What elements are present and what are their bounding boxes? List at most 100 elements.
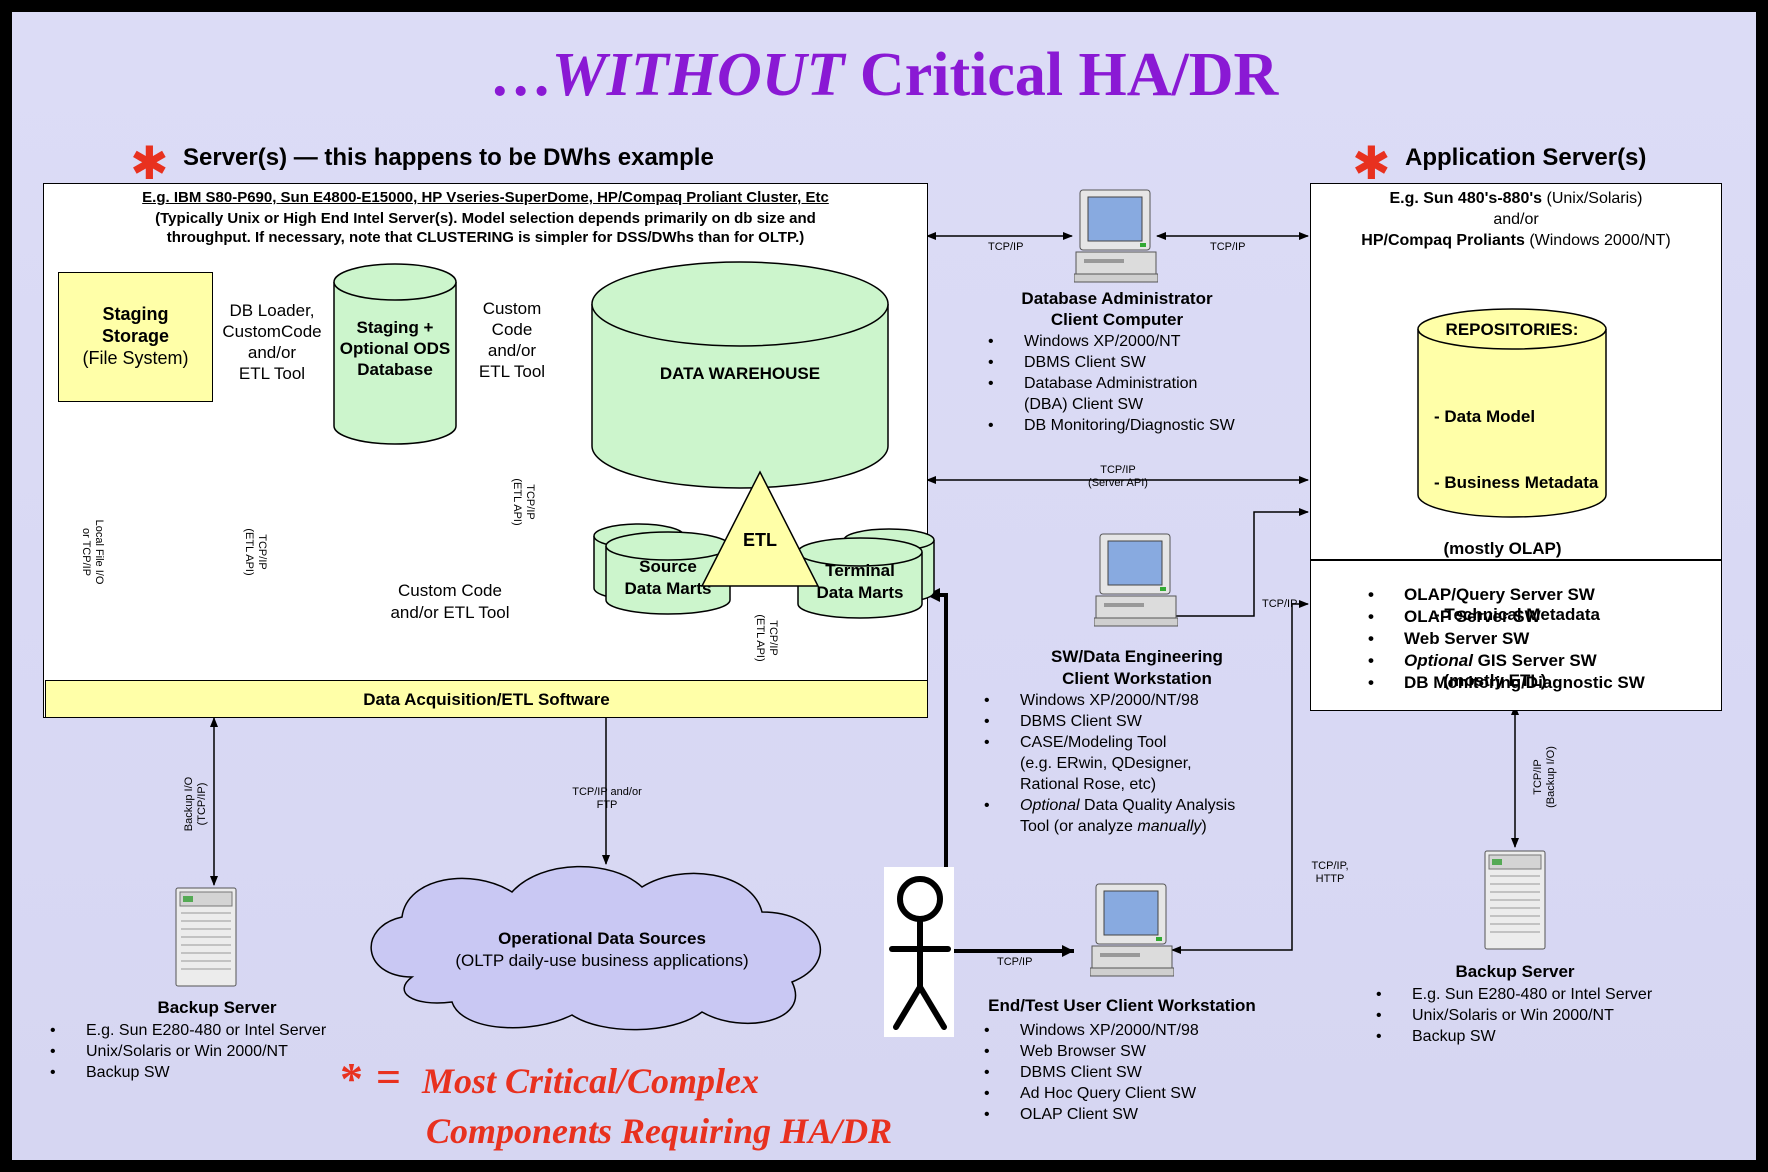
- server-note-2: throughput. If necessary, note that CLUS…: [166, 229, 805, 246]
- app-heading: Application Server(s): [1405, 144, 1647, 171]
- tcp-etl-label-2: TCP/IP(ETL API): [511, 478, 536, 526]
- right-backup-server-icon: [1484, 850, 1546, 950]
- list-item: Windows XP/2000/NT/98: [984, 1020, 1199, 1041]
- dba-tcp-right: TCP/IP: [1210, 241, 1246, 253]
- list-item: Ad Hoc Query Client SW: [984, 1083, 1199, 1104]
- slide: …WITHOUT Critical HA/DR: [12, 12, 1756, 1160]
- left-backup-list: E.g. Sun E280-480 or Intel Server Unix/S…: [50, 1020, 326, 1083]
- server-spec: E.g. IBM S80-P690, Sun E4800-E15000, HP …: [142, 189, 829, 206]
- list-item: Tool (or analyze manually): [1020, 818, 1207, 835]
- etl-label: ETL: [743, 530, 777, 550]
- repo-title: REPOSITORIES:: [1445, 320, 1579, 339]
- list-item: - Business Metadata: [1434, 473, 1599, 492]
- right-backup-list: E.g. Sun E280-480 or Intel Server Unix/S…: [1376, 984, 1652, 1047]
- operational-data-cloud: [370, 865, 822, 1031]
- right-backup-io-label: TCP/IP(Backup I/O): [1532, 746, 1557, 808]
- end-user-computer-icon: [1090, 883, 1174, 977]
- staging-storage-label-3: (File System): [82, 348, 189, 368]
- terminal-data-marts-cylinders: [797, 528, 935, 619]
- server-api-label: TCP/IP(Server API): [1088, 464, 1148, 489]
- server-heading: Server(s) — this happens to be DWhs exam…: [183, 144, 714, 171]
- legend-equals: =: [376, 1053, 402, 1102]
- left-backup-io-label: Backup I/O(TCP/IP): [183, 776, 208, 832]
- end-user-list: Windows XP/2000/NT/98 Web Browser SW DBM…: [984, 1020, 1199, 1125]
- list-item: Backup SW: [50, 1062, 326, 1083]
- cloud-title: Operational Data Sources: [498, 929, 706, 948]
- app-sw-list: OLAP/Query Server SW OLAP Server SW Web …: [1368, 584, 1645, 694]
- app-divider: [1310, 559, 1722, 561]
- list-item: Optional GIS Server SW: [1368, 650, 1645, 672]
- app-spec-1: E.g. Sun 480's-880's (Unix/Solaris): [1389, 190, 1643, 207]
- list-item: DBMS Client SW: [984, 711, 1235, 732]
- list-item: Windows XP/2000/NT/98: [984, 690, 1235, 711]
- list-item: Unix/Solaris or Win 2000/NT: [50, 1041, 326, 1062]
- list-item: Rational Rose, etc): [1020, 776, 1157, 793]
- list-item: CASE/Modeling Tool: [984, 732, 1235, 753]
- left-backup-title: Backup Server: [157, 998, 277, 1017]
- title-italic: WITHOUT: [551, 41, 845, 109]
- list-item: Web Server SW: [1368, 628, 1645, 650]
- server-note-1: (Typically Unix or High End Intel Server…: [155, 210, 816, 227]
- sw-eng-computer-icon: [1094, 533, 1178, 627]
- list-item: (mostly OLAP): [1434, 539, 1562, 558]
- list-item: E.g. Sun E280-480 or Intel Server: [1376, 984, 1652, 1005]
- legend-line-2: Components Requiring HA/DR: [426, 1111, 893, 1151]
- critical-star-icon: ✱: [130, 136, 169, 190]
- list-item: DB Monitoring/Diagnostic SW: [988, 415, 1235, 436]
- repositories-cylinder: [1417, 308, 1607, 518]
- legend-star: *: [340, 1053, 363, 1104]
- data-warehouse-label: DATA WAREHOUSE: [659, 364, 821, 383]
- dba-list: Windows XP/2000/NT DBMS Client SW Databa…: [988, 331, 1235, 436]
- source-data-marts-cylinders: [593, 523, 731, 615]
- right-backup-title: Backup Server: [1455, 962, 1575, 981]
- data-warehouse-cylinder: [591, 261, 889, 489]
- list-item: Windows XP/2000/NT: [988, 331, 1235, 352]
- list-item: OLAP/Query Server SW: [1368, 584, 1645, 606]
- list-item: Optional Data Quality Analysis: [984, 795, 1235, 816]
- list-item: DB Monitoring/Diagnostic SW: [1368, 672, 1645, 694]
- sw-eng-tcp: TCP/IP: [1262, 598, 1298, 610]
- app-spec-3: HP/Compaq Proliants (Windows 2000/NT): [1361, 232, 1671, 249]
- left-backup-server-icon: [175, 887, 237, 987]
- dba-tcp-left: TCP/IP: [988, 241, 1024, 253]
- list-item: (DBA) Client SW: [1024, 396, 1144, 413]
- app-spec-2: and/or: [1493, 211, 1539, 228]
- critical-star-icon: ✱: [1352, 136, 1391, 190]
- end-user-tcp: TCP/IP: [997, 956, 1033, 968]
- legend-line-1: Most Critical/Complex: [422, 1061, 760, 1101]
- list-item: DBMS Client SW: [988, 352, 1235, 373]
- tcp-http-label: TCP/IP,HTTP: [1311, 860, 1349, 885]
- tcp-etl-label-1: TCP/IP(ETL API): [243, 528, 268, 576]
- list-item: Unix/Solaris or Win 2000/NT: [1376, 1005, 1652, 1026]
- list-item: (e.g. ERwin, QDesigner,: [1020, 755, 1192, 772]
- page-title: …WITHOUT Critical HA/DR: [489, 41, 1279, 109]
- dba-computer-icon: [1074, 189, 1158, 283]
- list-item: Backup SW: [1376, 1026, 1652, 1047]
- staging-db-cylinder: [333, 263, 457, 445]
- staging-storage-box: Staging Storage (File System): [58, 272, 213, 402]
- etl-triangle: [700, 470, 820, 587]
- list-item: - Data Model: [1434, 407, 1536, 426]
- tcp-etl-label-3: TCP/IP(ETL API): [754, 614, 779, 662]
- end-user-title: End/Test User Client Workstation: [988, 996, 1256, 1015]
- list-item: OLAP Client SW: [984, 1104, 1199, 1125]
- sw-eng-list: Windows XP/2000/NT/98 DBMS Client SW CAS…: [984, 690, 1235, 837]
- list-item: Web Browser SW: [984, 1041, 1199, 1062]
- cloud-subtitle: (OLTP daily-use business applications): [455, 951, 749, 970]
- data-acquisition-bar: Data Acquisition/ETL Software: [45, 680, 928, 718]
- staging-storage-label-1: Staging: [102, 304, 169, 324]
- list-item: DBMS Client SW: [984, 1062, 1199, 1083]
- staging-storage-label-2: Storage: [101, 326, 170, 346]
- list-item: OLAP Server SW: [1368, 606, 1645, 628]
- list-item: Database Administration: [988, 373, 1235, 394]
